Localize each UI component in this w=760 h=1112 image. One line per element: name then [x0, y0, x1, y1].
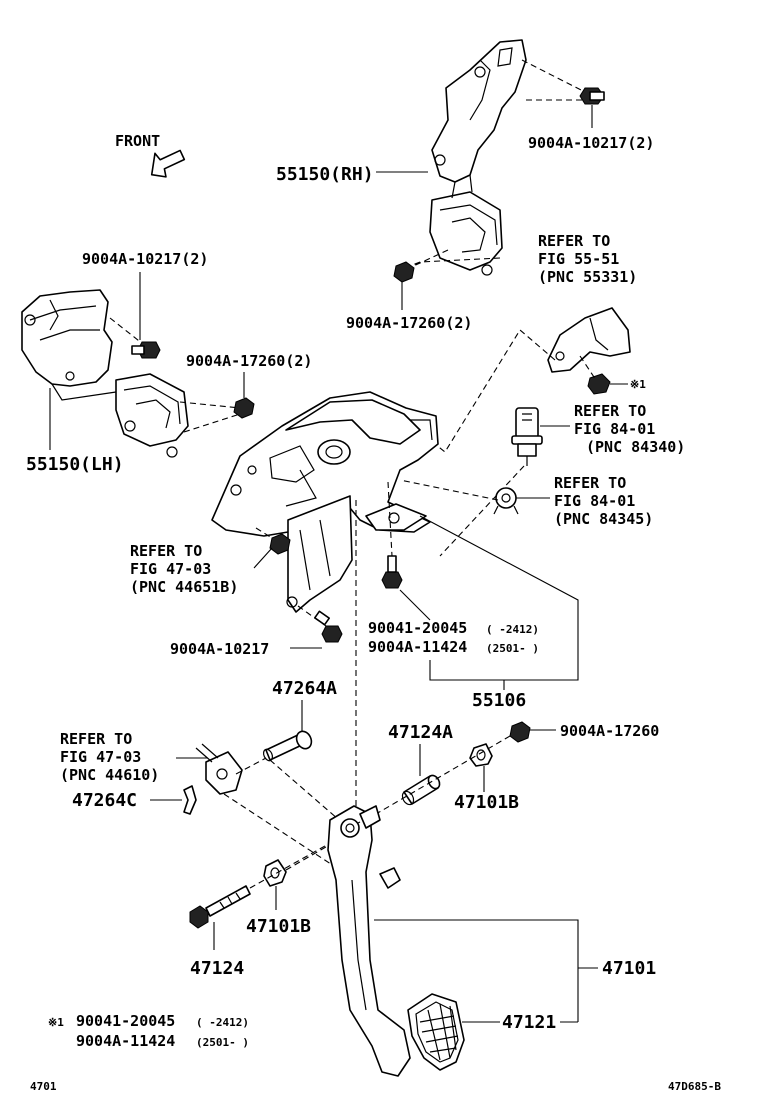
bolt-10217-top — [579, 87, 605, 105]
stop-lamp-switch-84340 — [511, 407, 543, 466]
bushing-47101b-left — [263, 859, 287, 887]
label-47264c: 47264C — [72, 790, 137, 811]
label-90041-20045-range: ( -2412) — [486, 623, 539, 636]
front-label: FRONT — [115, 132, 160, 150]
label-55106: 55106 — [472, 690, 526, 711]
bushing-47101b-right — [469, 743, 493, 767]
label-refer-44651b-a: REFER TO — [130, 542, 202, 560]
dash-clevis-pedal — [223, 759, 347, 871]
bracket-dashes — [255, 481, 393, 627]
label-refer-55-51-a: REFER TO — [538, 232, 610, 250]
label-55150-rh: 55150(RH) — [276, 164, 374, 185]
nut-17260-mid — [233, 397, 255, 419]
label-9004a-17260-bot: 9004A-17260 — [560, 722, 659, 740]
label-47101b-left: 47101B — [246, 916, 311, 937]
label-refer-44610-a: REFER TO — [60, 730, 132, 748]
rh-bracket-dashes — [399, 59, 590, 271]
label-refer-44651b-b: FIG 47-03 — [130, 560, 211, 578]
nut-17260-top — [393, 261, 415, 283]
label-9004a-10217-2-left: 9004A-10217(2) — [82, 250, 208, 268]
bracket-lh-55150 — [21, 289, 189, 458]
label-refer-84340-a: REFER TO — [574, 402, 646, 420]
label-47124a: 47124A — [388, 722, 453, 743]
label-9004a-10217-bot: 9004A-10217 — [170, 640, 269, 658]
footnote-mark: ※1 — [48, 1016, 64, 1029]
bolt-47124 — [189, 885, 251, 929]
pedal-pad-47121 — [407, 993, 465, 1071]
label-refer-84345-b: FIG 84-01 — [554, 492, 635, 510]
figure-code: 47D685-B — [668, 1080, 721, 1093]
clip-47264c — [183, 785, 197, 815]
lead-20045 — [399, 589, 431, 621]
label-refer-55-51-b: FIG 55-51 — [538, 250, 619, 268]
nut-17260-bot — [509, 721, 531, 743]
label-refer-84345-a: REFER TO — [554, 474, 626, 492]
label-9004a-11424: 9004A-11424 — [368, 638, 467, 656]
footnote-9004a-11424: 9004A-11424 — [76, 1032, 175, 1050]
dash-bolt-47124 — [249, 841, 333, 889]
bracket-rh-55150 — [429, 39, 527, 276]
label-refer-84340-b: FIG 84-01 — [574, 420, 655, 438]
lead-47101 — [374, 919, 598, 1022]
clip-84345 — [493, 487, 519, 515]
dash-55331-bracket — [429, 329, 556, 453]
dash-84340 — [439, 465, 525, 557]
label-55150-lh: 55150(LH) — [26, 454, 124, 475]
lead-55106-bracket — [419, 515, 579, 681]
pedal-bracket-55106 — [211, 391, 439, 613]
dash-clevis — [235, 757, 267, 775]
bolt-10217-left — [131, 341, 161, 359]
footnote-90041-20045-range: ( -2412) — [196, 1016, 249, 1029]
bolt-20045 — [381, 555, 403, 589]
footnote-90041-20045: 90041-20045 — [76, 1012, 175, 1030]
label-refer-44610-c: (PNC 44610) — [60, 766, 159, 784]
label-refer-55-51-c: (PNC 55331) — [538, 268, 637, 286]
dash-bolt-axis — [375, 735, 511, 815]
page-number: 4701 — [30, 1080, 57, 1093]
label-9004a-11424-range: (2501- ) — [486, 642, 539, 655]
collar-47124a — [401, 774, 441, 806]
pin-47264a — [262, 730, 313, 762]
part-55331-ref — [547, 307, 631, 373]
clevis-44610 — [195, 743, 243, 795]
dash-55331 — [579, 355, 597, 381]
label-9004a-10217-2-top: 9004A-10217(2) — [528, 134, 654, 152]
label-47121: 47121 — [502, 1012, 556, 1033]
footnote-9004a-11424-range: (2501- ) — [196, 1036, 249, 1049]
label-9004a-17260-2-top: 9004A-17260(2) — [346, 314, 472, 332]
dash-84345 — [399, 479, 499, 501]
label-note1-mark: ※1 — [630, 378, 646, 391]
nut-44651b — [269, 533, 291, 555]
label-9004a-17260-2-mid: 9004A-17260(2) — [186, 352, 312, 370]
front-arrow-icon — [150, 149, 186, 178]
brake-pedal-arm-47101 — [327, 805, 411, 1077]
label-47124: 47124 — [190, 958, 244, 979]
bolt-10217-bot — [313, 610, 343, 643]
label-refer-44610-b: FIG 47-03 — [60, 748, 141, 766]
label-90041-20045: 90041-20045 — [368, 619, 467, 637]
lead-44651b — [253, 547, 273, 569]
label-refer-44651b-c: (PNC 44651B) — [130, 578, 238, 596]
label-47101: 47101 — [602, 958, 656, 979]
label-47101b-right: 47101B — [454, 792, 519, 813]
label-47264a: 47264A — [272, 678, 337, 699]
bolt-note1 — [587, 373, 611, 395]
label-refer-84340-c: (PNC 84340) — [586, 438, 685, 456]
label-refer-84345-c: (PNC 84345) — [554, 510, 653, 528]
